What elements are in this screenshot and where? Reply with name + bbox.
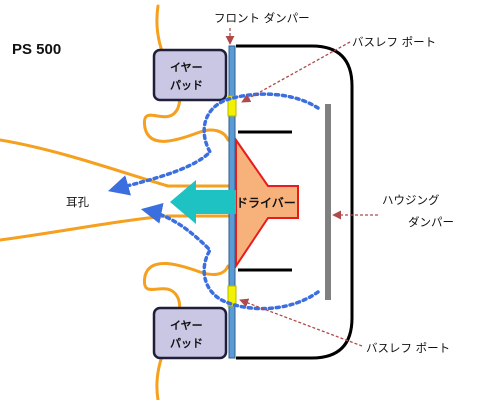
ear-pad-bottom-label-line2: パッド — [170, 337, 203, 350]
ear-pad-bottom: イヤー パッド — [152, 306, 228, 360]
airflow-paths — [107, 92, 320, 311]
bass-reflex-port-bottom-label: バスレフ ポート — [366, 341, 450, 355]
driver-label: ドライバー — [236, 196, 296, 210]
front-damper-label: フロント ダンパー — [214, 11, 310, 25]
housing-damper-label-line1: ハウジング — [382, 193, 440, 207]
airflow-path-bottom — [140, 203, 320, 311]
leader-bass-port-bottom — [239, 298, 363, 347]
bass-reflex-port-top-label: バスレフ ポート — [352, 35, 436, 49]
ear-pad-top: イヤー パッド — [152, 48, 228, 102]
housing-damper-label-line2: ダンパー — [408, 215, 454, 229]
ear-pad-top-label-line1: イヤー — [170, 61, 203, 74]
ear-canal-label: 耳孔 — [66, 195, 89, 209]
leader-arrows — [225, 28, 378, 347]
model-title: PS 500 — [12, 41, 61, 58]
airflow-path-top — [107, 92, 320, 196]
ear-pad-top-label-line2: パッド — [170, 79, 203, 92]
bass-reflex-port-bottom — [227, 285, 237, 307]
driver — [235, 136, 299, 270]
ear-pad-bottom-label-line1: イヤー — [170, 319, 203, 332]
sound-output-arrow — [170, 180, 236, 224]
housing — [236, 44, 354, 360]
housing-damper — [325, 104, 331, 300]
leader-bass-port-top — [241, 41, 351, 103]
bass-reflex-port-top — [227, 95, 237, 117]
